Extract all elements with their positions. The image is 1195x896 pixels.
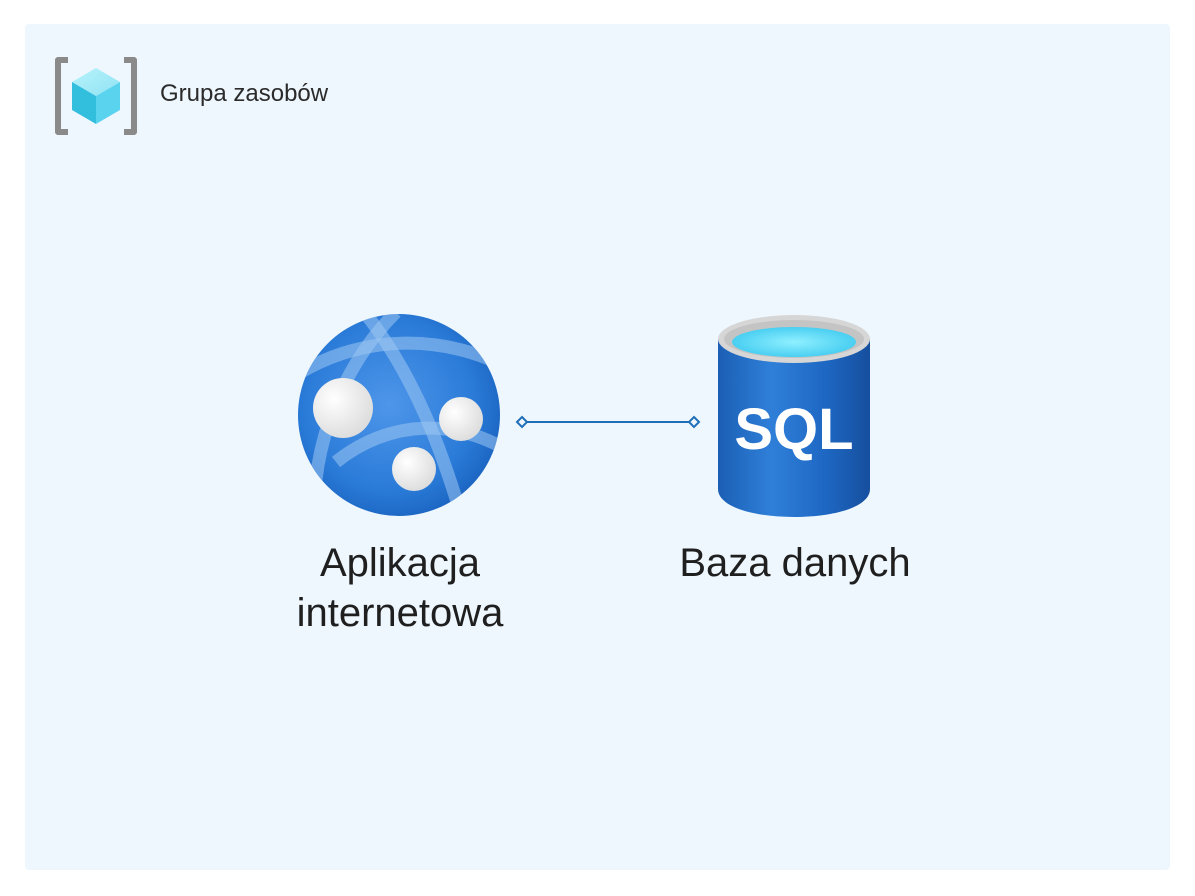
connector-end-diamond-icon	[687, 415, 701, 429]
sql-icon-text: SQL	[734, 397, 853, 462]
resource-group-icon	[52, 56, 140, 136]
database-label: Baza danych	[679, 541, 911, 585]
connector-line	[512, 410, 704, 434]
web-app-label-line1: Aplikacja	[319, 541, 481, 585]
web-app-label-line2: internetowa	[296, 591, 504, 635]
diagram-canvas	[25, 24, 1170, 870]
resource-group-label: Grupa zasobów	[160, 80, 329, 107]
sql-database-icon[interactable]: SQL	[714, 311, 874, 521]
web-app-label: Aplikacja internetowa	[250, 538, 550, 638]
connector-start-diamond-icon	[515, 415, 529, 429]
web-app-globe-icon[interactable]	[296, 312, 502, 518]
